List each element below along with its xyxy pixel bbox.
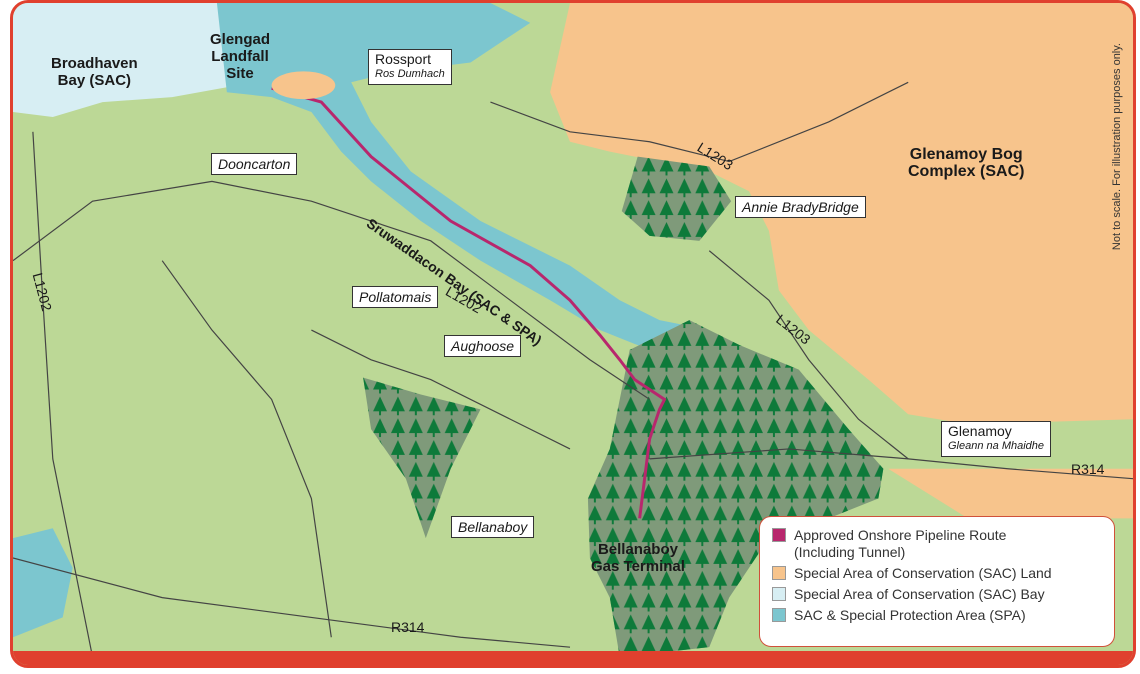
legend-label-pipeline: Approved Onshore Pipeline Route (Includi… (794, 527, 1007, 560)
legend-item-pipeline: Approved Onshore Pipeline Route (Includi… (772, 527, 1104, 561)
pipeline-route (271, 86, 667, 519)
forest-north-trees (621, 156, 732, 241)
legend-item-sac-bay: Special Area of Conservation (SAC) Bay (772, 586, 1104, 603)
aughoose-label: Aughoose (444, 335, 522, 357)
glengad-landfall-label: Glengad Landfall Site (210, 31, 271, 82)
glenamoy-label: Glenamoy Gleann na Mhaidhe (941, 421, 1052, 457)
scale-note: Not to scale. For illustration purposes … (1111, 43, 1123, 251)
gas-terminal-label: Bellanaboy Gas Terminal (591, 541, 685, 575)
sac-land-east (888, 468, 1133, 519)
legend-swatch-pipeline (772, 528, 786, 542)
legend-label-sac-bay: Special Area of Conservation (SAC) Bay (794, 586, 1045, 602)
legend-swatch-sac-land (772, 566, 786, 580)
pollatomais-label: Pollatomais (352, 286, 439, 308)
frame-bottom-band (13, 651, 1133, 665)
road-r314-west: R314 (391, 619, 425, 635)
legend-label-sac-land: Special Area of Conservation (SAC) Land (794, 565, 1052, 581)
legend-label-spa: SAC & Special Protection Area (SPA) (794, 607, 1026, 623)
sac-spa-channel (216, 3, 730, 360)
roads (13, 81, 1133, 658)
legend: Approved Onshore Pipeline Route (Includi… (759, 516, 1115, 647)
broadhaven-bay-label: Broadhaven Bay (SAC) (51, 55, 138, 89)
glenamoy-en: Glenamoy (948, 423, 1012, 439)
annie-brady-bridge-label: Annie BradyBridge (735, 196, 866, 218)
rossport-label: Rossport Ros Dumhach (368, 49, 452, 85)
legend-swatch-sac-bay (772, 587, 786, 601)
rossport-en: Rossport (375, 51, 432, 67)
sac-bay-area (13, 3, 232, 117)
landfall-site-marker (271, 71, 336, 100)
legend-swatch-spa (772, 608, 786, 622)
map-canvas (13, 3, 1133, 658)
glenamoy-ga: Gleann na Mhaidhe (948, 440, 1045, 452)
rossport-ga: Ros Dumhach (375, 68, 445, 80)
bellanaboy-label: Bellanaboy (451, 516, 535, 538)
legend-item-sac-land: Special Area of Conservation (SAC) Land (772, 565, 1104, 582)
sac-spa-west (13, 528, 73, 638)
map-frame: Broadhaven Bay (SAC) Glengad Landfall Si… (10, 0, 1136, 668)
forest-west-trees (363, 377, 481, 539)
dooncarton-label: Dooncarton (211, 153, 298, 175)
road-r314-east: R314 (1071, 461, 1105, 477)
legend-item-spa: SAC & Special Protection Area (SPA) (772, 607, 1104, 624)
glenamoy-bog-label: Glenamoy Bog Complex (SAC) (908, 146, 1025, 180)
